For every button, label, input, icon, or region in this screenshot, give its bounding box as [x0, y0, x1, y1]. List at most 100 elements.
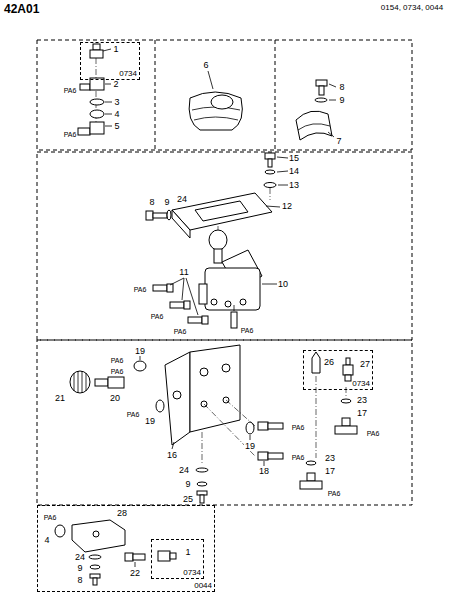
pipe-size-label: PA6: [63, 131, 78, 138]
control-valve: [202, 316, 208, 324]
control-valve: [188, 317, 202, 323]
callout-number: 8: [76, 576, 83, 585]
mounting-plate: [195, 201, 248, 221]
callout-number: 15: [288, 154, 300, 163]
elbow-fitting: [105, 102, 112, 103]
callout-number: 22: [129, 569, 141, 578]
control-valve: [214, 249, 222, 263]
rubber-boot: [211, 95, 233, 109]
callout-number: 13: [288, 181, 300, 190]
bottom-bracket: [93, 531, 99, 537]
pipe-size-label: PA6: [327, 490, 342, 497]
callout-number: 9: [338, 96, 345, 105]
bracket-assembly: [173, 391, 181, 399]
callout-number: 19: [144, 417, 156, 426]
bracket-assembly: [200, 495, 204, 503]
bracket-assembly: [165, 352, 190, 445]
control-valve: [199, 284, 207, 304]
mounting-plate: [268, 159, 272, 167]
elbow-fitting: [80, 84, 90, 90]
callout-number: 16: [166, 451, 178, 460]
sensor-tee: [307, 473, 315, 481]
callout-number: 9: [163, 198, 170, 207]
callout-number: 8: [148, 198, 155, 207]
control-valve: [167, 284, 173, 292]
pipe-size-label: PA6: [110, 368, 125, 375]
mounting-plate: [277, 157, 288, 158]
elbow-fitting: [105, 84, 111, 85]
callout-number: 18: [258, 467, 270, 476]
panel-frame: [155, 40, 156, 150]
pressure-switch: [103, 49, 111, 51]
pipe-size-label: PA6: [110, 357, 125, 364]
elbow-fitting: [78, 78, 112, 135]
bottom-bracket: [133, 554, 145, 560]
callout-number: 25: [182, 495, 194, 504]
pressure-switch: [90, 44, 111, 124]
bracket-assembly: [222, 364, 230, 372]
callout-number: 28: [116, 509, 128, 518]
elbow-fitting: [105, 114, 112, 115]
callout-number: 26: [323, 358, 335, 367]
callout-number: 2: [112, 80, 119, 89]
control-valve: [234, 305, 235, 311]
control-valve: [225, 301, 231, 307]
control-valve: [262, 284, 277, 285]
callout-number: 24: [74, 553, 86, 562]
variant-list: 0154, 0734, 0044: [380, 4, 444, 12]
mounting-plate: [264, 183, 276, 188]
bottom-bracket: [125, 553, 133, 561]
callout-number: 7: [335, 137, 342, 146]
mounting-plate: [277, 171, 288, 172]
bottom-bracket: [55, 520, 176, 585]
callout-number: 6: [202, 61, 209, 70]
callout-number: 24: [176, 195, 188, 204]
callout-number: 19: [134, 347, 146, 356]
control-valve: [186, 278, 198, 315]
pipe-size-label: PA6: [291, 454, 306, 461]
bottom-bracket: [90, 574, 100, 578]
mounting-plate: [265, 170, 275, 174]
sensor-tee: [345, 375, 351, 381]
bracket-assembly: [268, 423, 283, 429]
callout-number: 3: [113, 98, 120, 107]
bottom-bracket: [170, 553, 176, 559]
rubber-boot: [192, 107, 240, 120]
sensor-tee: [343, 365, 353, 375]
bracket-assembly: [70, 345, 283, 503]
variant-code: 0734: [119, 70, 137, 78]
bottom-bracket: [90, 565, 100, 569]
bottom-bracket: [158, 551, 170, 561]
bracket-assembly: [250, 435, 251, 440]
mounting-plate: [172, 210, 190, 238]
mounting-plate: [146, 211, 153, 220]
clamp: [296, 111, 332, 140]
callout-number: 10: [277, 280, 289, 289]
elbow-fitting: [78, 128, 90, 135]
panel-frame: [37, 340, 412, 505]
pipe-size-label: PA6: [173, 328, 188, 335]
callout-number: 19: [244, 442, 256, 451]
pipe-size-label: PA6: [43, 514, 58, 521]
callout-number: 1: [112, 45, 119, 54]
pipe-size-label: PA6: [133, 286, 148, 293]
callout-number: 23: [356, 396, 368, 405]
mounting-plate: [172, 193, 272, 230]
sensor-tee: [306, 461, 316, 465]
bracket-assembly: [264, 461, 265, 466]
bottom-bracket: [55, 525, 65, 537]
control-valve: [153, 226, 277, 328]
pipe-size-label: PA6: [240, 327, 255, 334]
bracket-assembly: [268, 453, 283, 459]
callout-number: 9: [184, 480, 191, 489]
callout-number: 14: [288, 167, 300, 176]
clamp: [329, 84, 336, 87]
clamp: [329, 100, 336, 101]
variant-code: 0044: [194, 582, 212, 590]
mounting-plate: [167, 210, 171, 220]
bottom-bracket: [93, 578, 97, 585]
bracket-assembly: [190, 345, 240, 432]
bracket-assembly: [74, 371, 86, 393]
control-valve: [209, 230, 227, 250]
sensor-tee: [335, 426, 357, 434]
